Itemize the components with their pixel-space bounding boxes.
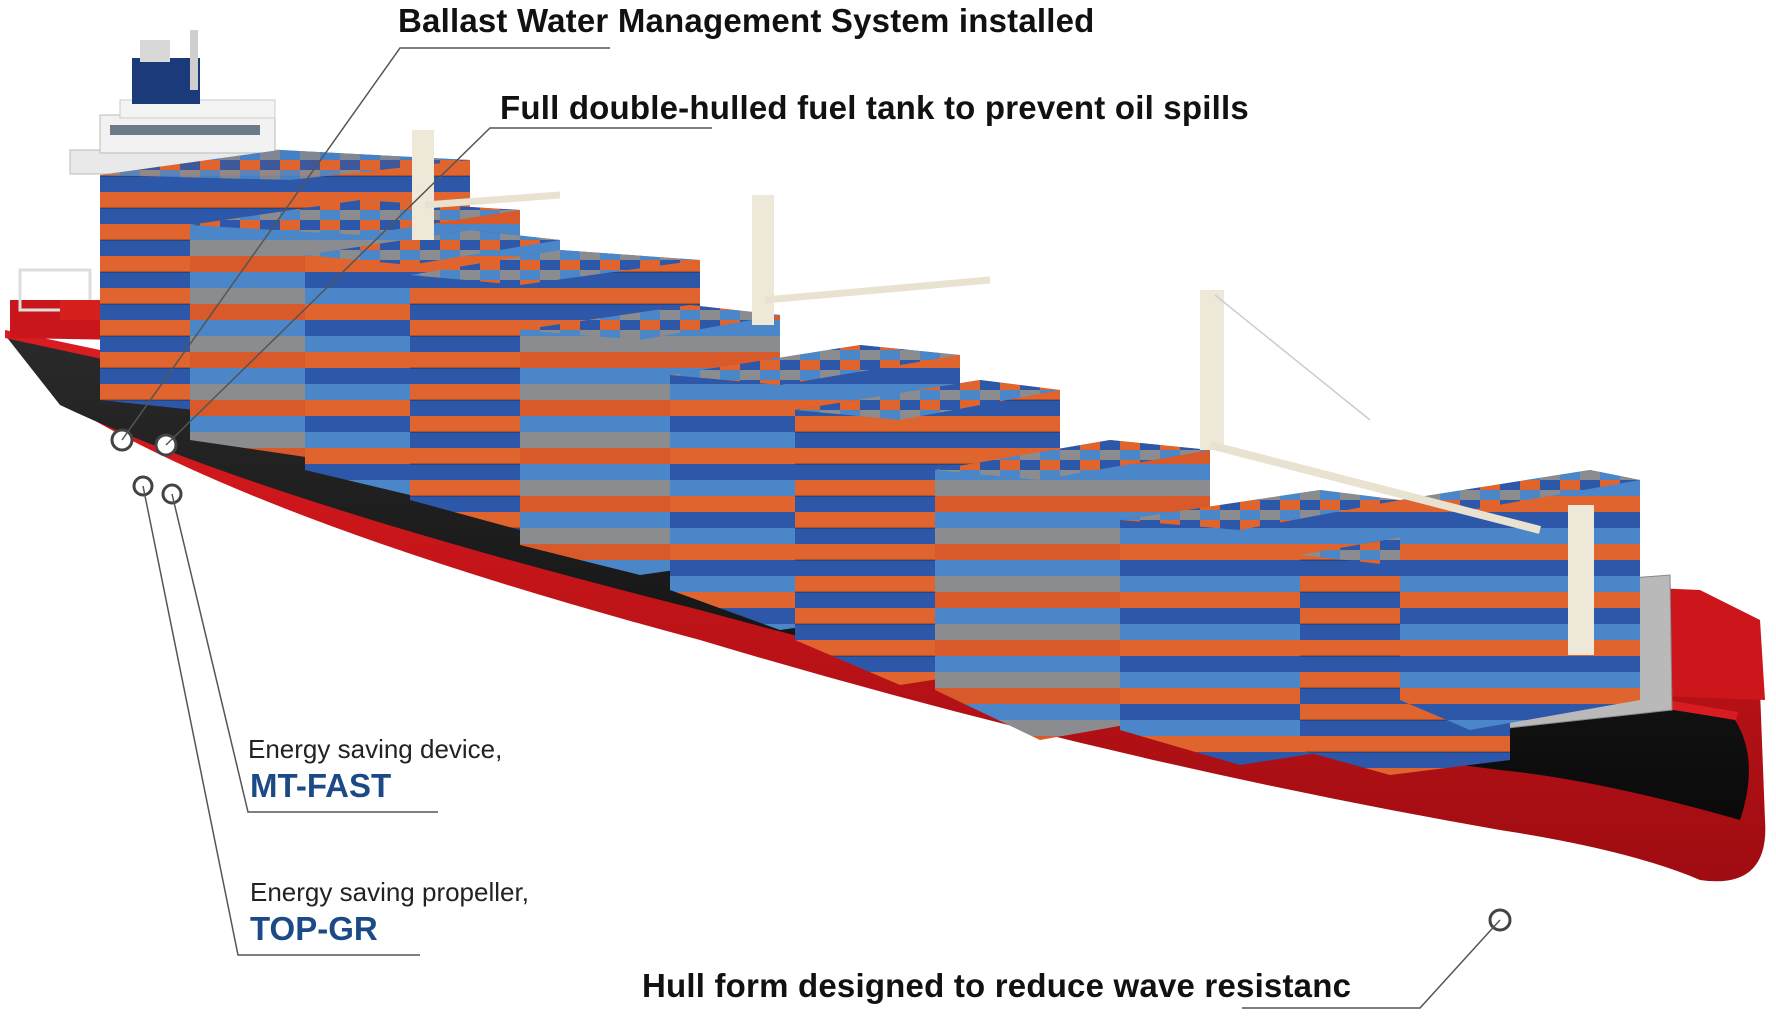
leader-lines <box>121 47 1501 1009</box>
cranes <box>412 130 1594 655</box>
callout-topgr-name: TOP-GR <box>250 910 378 947</box>
callout-mtfast-desc: Energy saving device, <box>248 734 503 764</box>
callout-ballast-water: Ballast Water Management System installe… <box>398 2 1095 39</box>
callout-hull-form: Hull form designed to reduce wave resist… <box>642 967 1352 1004</box>
container-stacks <box>100 150 1640 775</box>
callout-mtfast-name: MT-FAST <box>250 767 392 804</box>
callout-topgr-desc: Energy saving propeller, <box>250 877 529 907</box>
callout-double-hull: Full double-hulled fuel tank to prevent … <box>500 89 1249 126</box>
superstructure <box>69 30 281 175</box>
